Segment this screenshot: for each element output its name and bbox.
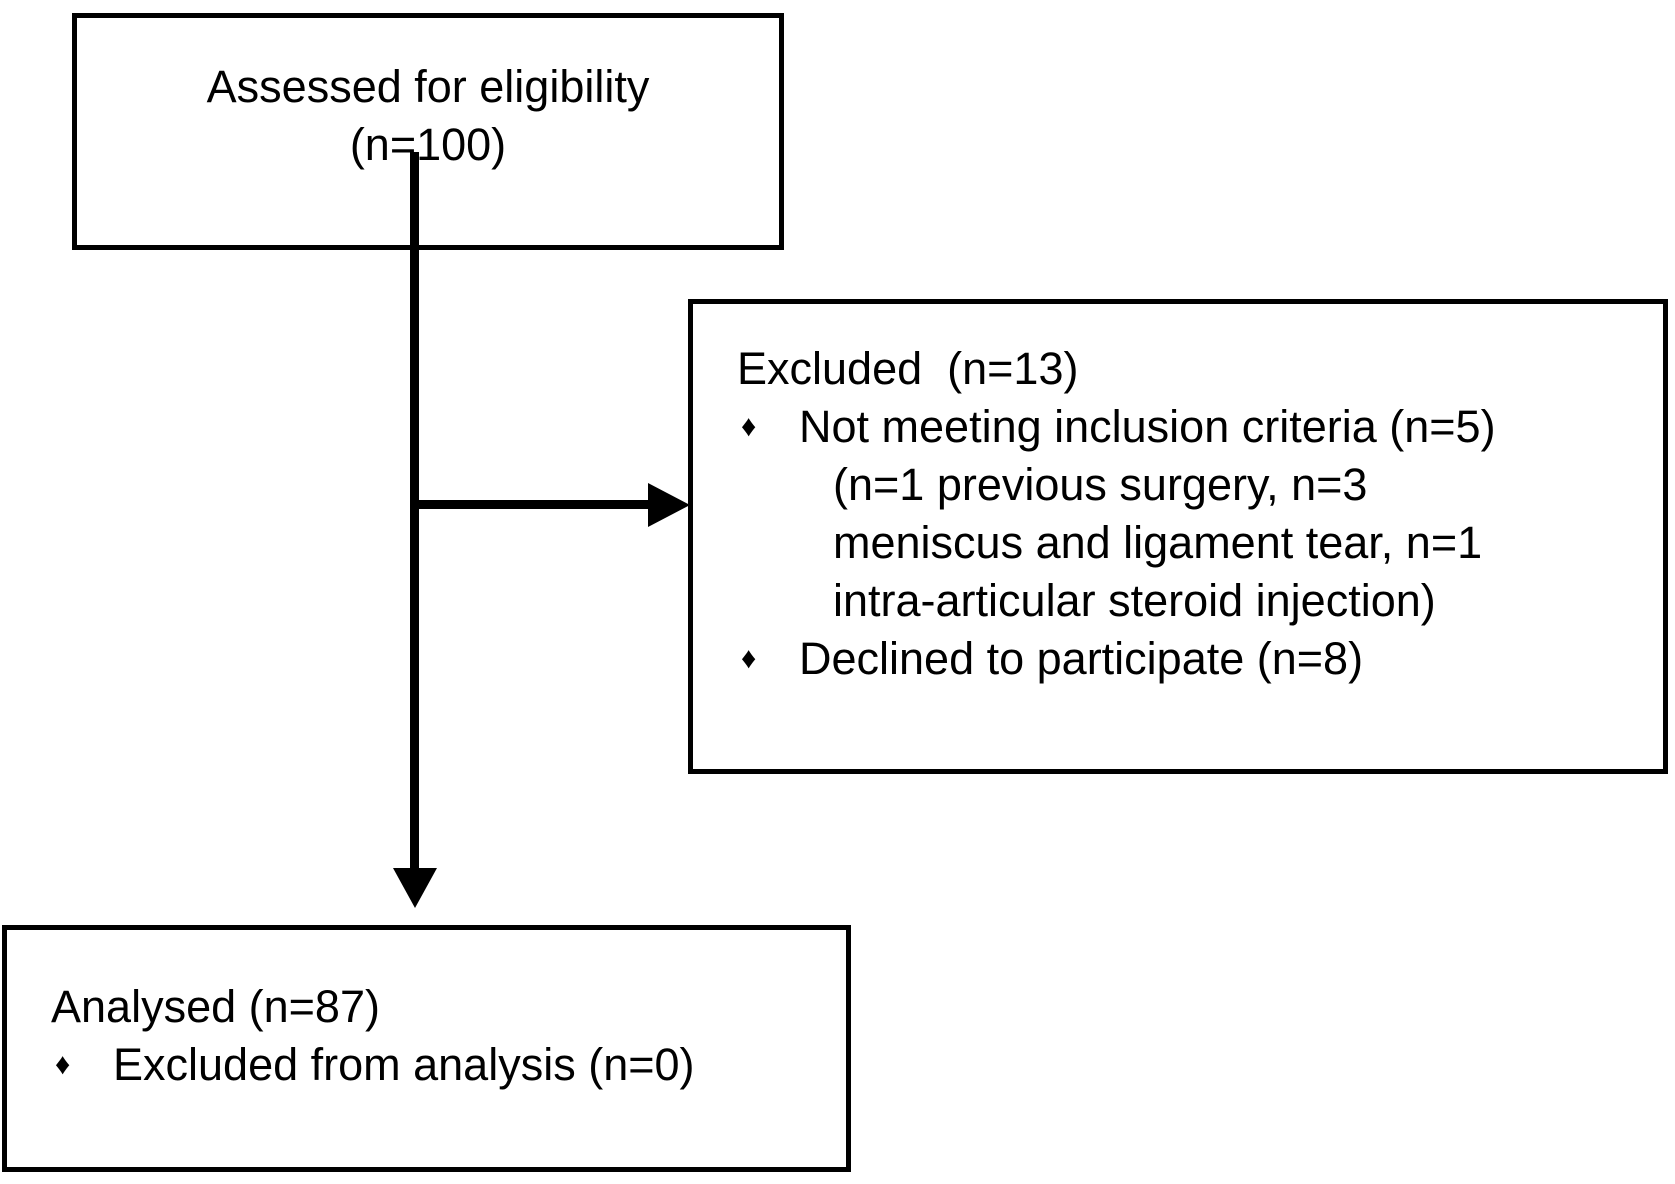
- list-item-continuation: intra-articular steroid injection): [833, 575, 1436, 626]
- list-item-label: Not meeting inclusion criteria (n=5): [799, 401, 1496, 452]
- arrowhead-down-icon: [393, 868, 437, 908]
- diamond-bullet-icon: ♦: [741, 642, 757, 675]
- list-item: ♦ Not meeting inclusion criteria (n=5): [737, 398, 1657, 456]
- list-item-continuation: (n=1 previous surgery, n=3: [833, 459, 1368, 510]
- diamond-bullet-icon: ♦: [741, 410, 757, 443]
- analysed-box-text: Analysed (n=87) ♦ Excluded from analysis…: [51, 978, 840, 1094]
- assessed-line-1: Assessed for eligibility: [206, 61, 650, 112]
- analysed-box: Analysed (n=87) ♦ Excluded from analysis…: [2, 925, 851, 1172]
- arrowhead-right-icon: [648, 483, 690, 527]
- excluded-box-text: Excluded (n=13) ♦ Not meeting inclusion …: [737, 340, 1657, 688]
- list-item-continuation: meniscus and ligament tear, n=1: [833, 517, 1483, 568]
- assessed-box-text: Assessed for eligibility (n=100): [77, 58, 779, 174]
- list-item: ♦ Excluded from analysis (n=0): [51, 1036, 840, 1094]
- assessed-line-2: (n=100): [349, 119, 507, 170]
- assessed-for-eligibility-box: Assessed for eligibility (n=100): [72, 13, 784, 250]
- excluded-heading: Excluded (n=13): [737, 343, 1079, 394]
- vertical-flow-line: [410, 152, 419, 874]
- excluded-box: Excluded (n=13) ♦ Not meeting inclusion …: [688, 299, 1668, 774]
- analysed-heading: Analysed (n=87): [51, 981, 380, 1032]
- diamond-bullet-icon: ♦: [55, 1048, 71, 1081]
- branch-to-excluded-line: [410, 500, 650, 509]
- list-item-label: Declined to participate (n=8): [799, 633, 1364, 684]
- list-item-label: Excluded from analysis (n=0): [113, 1039, 695, 1090]
- list-item: ♦ Declined to participate (n=8): [737, 630, 1657, 688]
